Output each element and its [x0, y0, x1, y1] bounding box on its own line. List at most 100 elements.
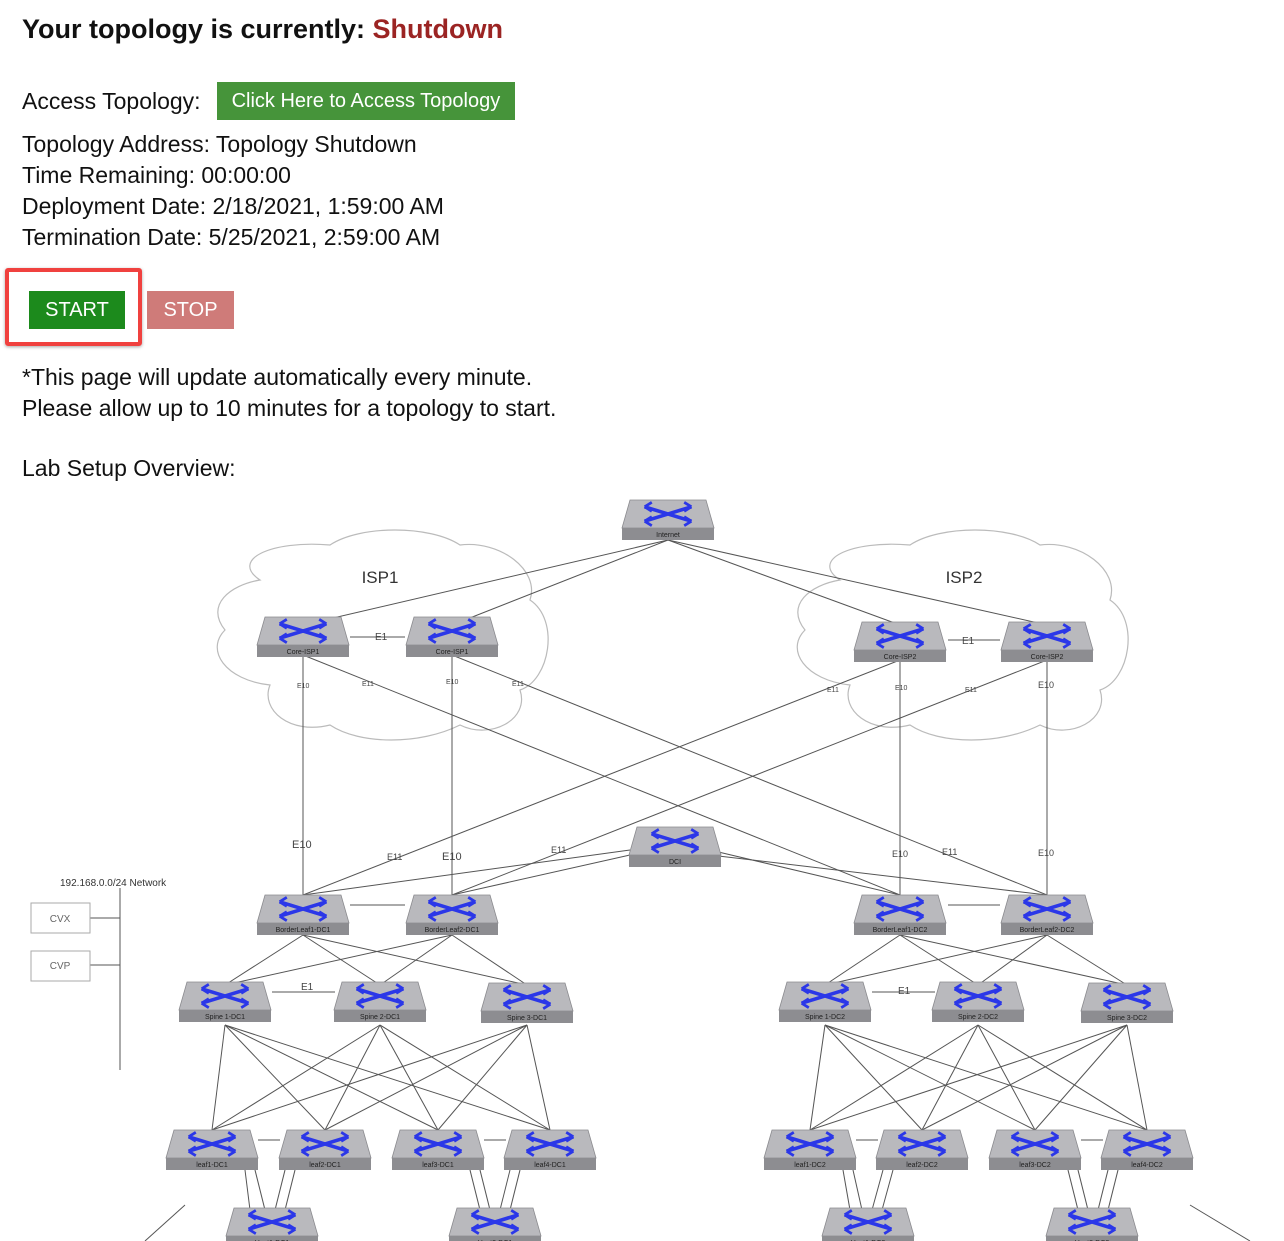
switch-device-bl1-dc2: BorderLeaf1-DC2 [853, 894, 947, 935]
update-note-line2: Please allow up to 10 minutes for a topo… [22, 395, 557, 421]
time-remaining: Time Remaining: 00:00:00 [22, 162, 291, 188]
switch-device-lf2-dc2: leaf2-DC2 [875, 1129, 969, 1170]
device-label: Spine 1-DC1 [205, 1014, 245, 1021]
device-label: Spine 3-DC2 [1107, 1015, 1147, 1022]
switch-device-bl1-dc1: BorderLeaf1-DC1 [256, 894, 350, 935]
port-labels: E1 E1 E1 E1 E10 E10 E10 E10 E10 E10 E10 … [292, 632, 1054, 997]
cvp-box: CVP [30, 950, 91, 982]
page-title: Your topology is currently: Shutdown [22, 14, 503, 45]
device-label: Core-ISP1 [287, 649, 320, 656]
device-label: leaf2-DC2 [906, 1162, 938, 1169]
switch-device-lf4-dc2: leaf4-DC2 [1100, 1129, 1194, 1170]
port-label-e10: E10 [892, 849, 908, 859]
switch-device-host2-dc2: Host2-DC2 [1045, 1207, 1139, 1241]
switch-device-bl2-dc2: BorderLeaf2-DC2 [1000, 894, 1094, 935]
switch-device-lf3-dc2: leaf3-DC2 [988, 1129, 1082, 1170]
topology-links [90, 539, 1251, 1241]
switch-device-core-isp2-a: Core-ISP2 [853, 621, 947, 662]
switch-device-lf3-dc1: leaf3-DC1 [391, 1129, 485, 1170]
termination-date: Termination Date: 5/25/2021, 2:59:00 AM [22, 224, 441, 250]
update-note-line1: *This page will update automatically eve… [22, 364, 533, 390]
lab-setup-overview-label: Lab Setup Overview: [22, 455, 236, 481]
title-prefix: Your topology is currently: [22, 14, 366, 44]
switch-device-sp3-dc1: Spine 3-DC1 [480, 982, 574, 1023]
port-label-e10: E10 [1038, 680, 1054, 690]
isp2-label: ISP2 [946, 568, 983, 587]
port-label-e10: E10 [292, 839, 312, 851]
switch-device-core-isp2-b: Core-ISP2 [1000, 621, 1094, 662]
port-label-e10: E10 [297, 683, 310, 690]
device-label: Core-ISP2 [884, 654, 917, 661]
stop-button[interactable]: STOP [147, 291, 234, 329]
device-label: BorderLeaf1-DC1 [276, 927, 331, 934]
device-label: BorderLeaf2-DC2 [1020, 927, 1075, 934]
port-label-e1: E1 [962, 636, 975, 647]
access-topology-button[interactable]: Click Here to Access Topology [216, 82, 516, 120]
port-label-e1: E1 [898, 986, 911, 997]
cvp-label: CVP [50, 961, 71, 972]
switch-device-host1-dc1: Host1-DC1 [225, 1207, 319, 1241]
isp2-cloud [796, 529, 1129, 741]
port-label-e11: E11 [942, 847, 957, 857]
isp1-cloud [216, 529, 549, 741]
switch-device-lf1-dc1: leaf1-DC1 [165, 1129, 259, 1170]
switch-device-host2-dc1: Host2-DC1 [448, 1207, 542, 1241]
switch-device-core-isp1-a: Core-ISP1 [256, 616, 350, 657]
switch-device-lf2-dc1: leaf2-DC1 [278, 1129, 372, 1170]
switch-device-internet: Internet [621, 499, 715, 540]
port-label-e10: E10 [1038, 848, 1054, 858]
device-label: Spine 2-DC2 [958, 1014, 998, 1021]
start-button[interactable]: START [29, 291, 125, 329]
switch-device-lf1-dc2: leaf1-DC2 [763, 1129, 857, 1170]
port-label-e11: E11 [827, 687, 839, 694]
switch-device-sp1-dc1: Spine 1-DC1 [178, 981, 272, 1022]
device-label: leaf4-DC2 [1131, 1162, 1163, 1169]
access-topology-label: Access Topology: [22, 87, 201, 114]
device-label: leaf2-DC1 [309, 1162, 341, 1169]
device-label: DCI [669, 859, 681, 866]
mgmt-network-label: 192.168.0.0/24 Network [60, 878, 167, 889]
port-label-e11: E11 [387, 852, 402, 862]
deployment-date: Deployment Date: 2/18/2021, 1:59:00 AM [22, 193, 444, 219]
port-label-e1: E1 [375, 632, 388, 643]
switch-device-sp2-dc1: Spine 2-DC1 [333, 981, 427, 1022]
cvx-label: CVX [50, 914, 71, 925]
update-note: *This page will update automatically eve… [22, 362, 556, 424]
port-label-e11: E11 [551, 845, 566, 855]
device-label: Internet [656, 532, 680, 539]
start-highlight-box [5, 268, 142, 346]
device-label: Core-ISP2 [1031, 654, 1064, 661]
port-label-e11: E11 [362, 681, 374, 688]
switch-device-sp1-dc2: Spine 1-DC2 [778, 981, 872, 1022]
topology-info: Topology Address: Topology Shutdown Time… [22, 129, 444, 253]
switch-device-host1-dc2: Host1-DC2 [821, 1207, 915, 1241]
port-label-e10: E10 [442, 851, 462, 863]
device-label: Core-ISP1 [436, 649, 469, 656]
port-label-e1: E1 [301, 982, 314, 993]
access-row: Access Topology: Click Here to Access To… [22, 82, 516, 120]
switch-device-dci: DCI [628, 826, 722, 867]
port-label-e10: E10 [895, 685, 908, 692]
device-label: BorderLeaf2-DC1 [425, 927, 480, 934]
device-label: Spine 1-DC2 [805, 1014, 845, 1021]
switch-device-sp2-dc2: Spine 2-DC2 [931, 981, 1025, 1022]
topology-status: Shutdown [372, 14, 504, 44]
isp1-label: ISP1 [362, 568, 399, 587]
port-label-e10: E10 [446, 679, 459, 686]
switch-device-bl2-dc1: BorderLeaf2-DC1 [405, 894, 499, 935]
switch-device-sp3-dc2: Spine 3-DC2 [1080, 982, 1174, 1023]
cvx-box: CVX [30, 902, 91, 934]
switch-device-core-isp1-b: Core-ISP1 [405, 616, 499, 657]
port-label-e11: E11 [512, 681, 524, 688]
device-label: leaf1-DC1 [196, 1162, 228, 1169]
device-label: BorderLeaf1-DC2 [873, 927, 928, 934]
device-label: leaf4-DC1 [534, 1162, 566, 1169]
device-label: Spine 2-DC1 [360, 1014, 400, 1021]
device-label: Spine 3-DC1 [507, 1015, 547, 1022]
device-label: leaf1-DC2 [794, 1162, 826, 1169]
device-label: leaf3-DC1 [422, 1162, 454, 1169]
device-label: leaf3-DC2 [1019, 1162, 1051, 1169]
port-label-e11: E11 [965, 687, 977, 694]
